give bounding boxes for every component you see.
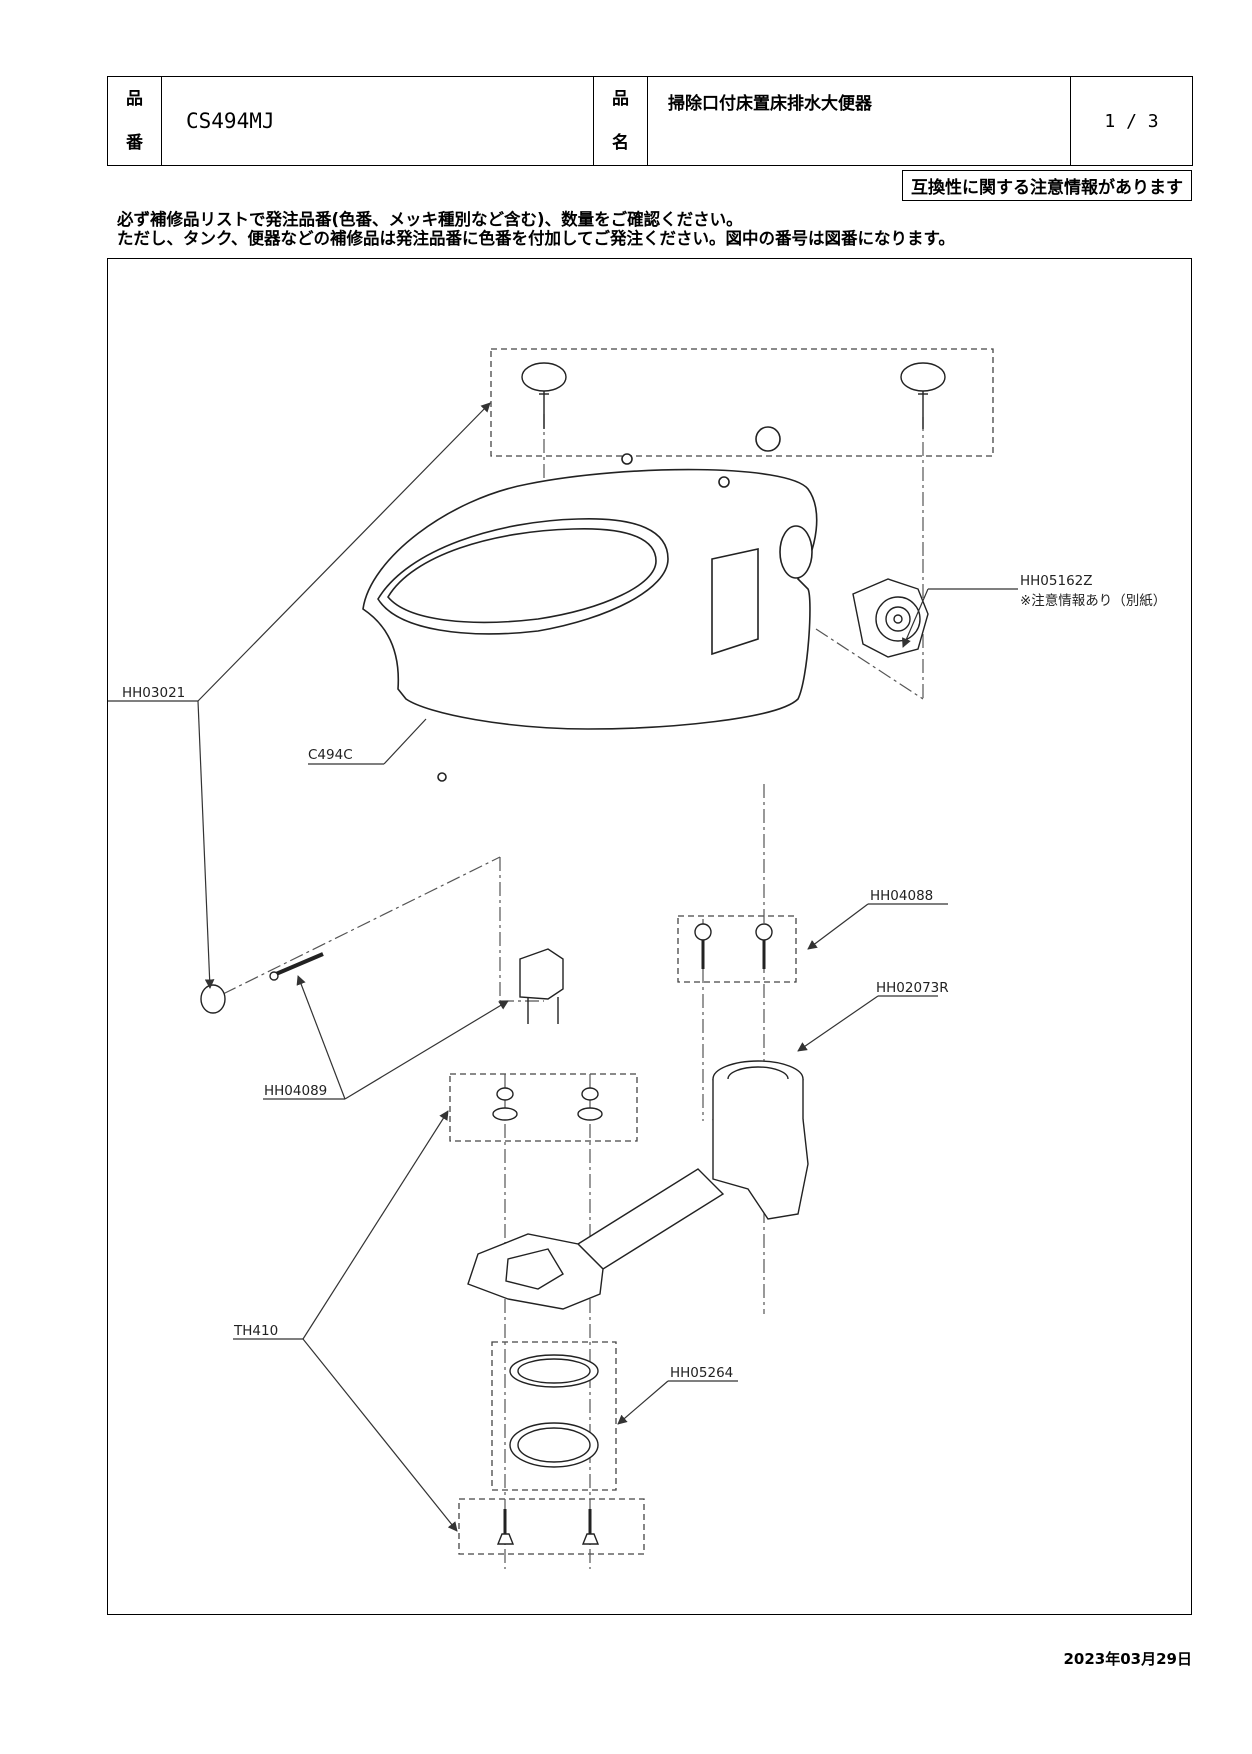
product-name-label: 品 名 <box>593 76 648 166</box>
exploded-parts-diagram: HH03021 C494C HH05162Z ※注意情報あり（別紙） HH040… <box>107 258 1192 1615</box>
label-char: 名 <box>612 133 629 153</box>
label-char: 番 <box>126 133 143 153</box>
label-char: 品 <box>612 89 629 109</box>
nuts-washers <box>492 1087 603 1121</box>
compatibility-notice: 互換性に関する注意情報があります <box>902 170 1192 201</box>
screw-group-box <box>677 915 797 983</box>
cleanout-cap <box>852 578 929 658</box>
gasket-rings <box>509 1354 599 1468</box>
label-char: 品 <box>126 89 143 109</box>
issue-date: 2023年03月29日 <box>1063 1650 1193 1668</box>
drain-adapter <box>712 1060 809 1220</box>
bolt-group-box <box>490 348 994 457</box>
part-label-hh05264: HH05264 <box>670 1365 733 1381</box>
gasket-group-box <box>491 1341 617 1491</box>
side-bolt <box>269 952 324 981</box>
part-label-hh05162z-note: ※注意情報あり（別紙） <box>1020 592 1166 609</box>
product-number-label: 品 番 <box>107 76 162 166</box>
instructions: 必ず補修品リストで発注品番(色番、メッキ種別など含む)、数量をご確認ください。 … <box>117 210 955 248</box>
cap-bolt-right <box>900 362 946 429</box>
instruction-line-2: ただし、タンク、便器などの補修品は発注品番に色番を付加してご発注ください。図中の… <box>117 229 955 248</box>
screw-pair <box>694 923 773 969</box>
part-label-th410: TH410 <box>233 1323 278 1339</box>
part-label-hh03021: HH03021 <box>122 685 185 701</box>
part-label-hh05162z: HH05162Z <box>1020 573 1093 589</box>
drain-pipe <box>576 1168 725 1270</box>
part-label-hh04089: HH04089 <box>264 1083 327 1099</box>
floor-bolt-group-box <box>458 1498 645 1555</box>
drain-flange <box>467 1233 604 1310</box>
part-label-hh02073r: HH02073R <box>876 980 949 996</box>
diagram-canvas: HH03021 C494C HH05162Z ※注意情報あり（別紙） HH040… <box>108 348 1166 1569</box>
product-number: CS494MJ <box>161 76 594 166</box>
product-name: 掃除口付床置床排水大便器 <box>647 76 1071 166</box>
side-cap <box>200 984 226 1014</box>
title-block: 品 番 CS494MJ 品 名 掃除口付床置床排水大便器 1 / 3 <box>107 76 1193 166</box>
cap-bolt-left <box>521 362 567 429</box>
part-label-c494c: C494C <box>308 747 353 763</box>
toilet-bowl-body <box>362 426 818 782</box>
mounting-bracket <box>519 948 564 1024</box>
page-number: 1 / 3 <box>1070 76 1193 166</box>
nut-group-box <box>449 1073 638 1142</box>
floor-bolts <box>496 1509 600 1545</box>
instruction-line-1: 必ず補修品リストで発注品番(色番、メッキ種別など含む)、数量をご確認ください。 <box>117 210 743 229</box>
part-label-hh04088: HH04088 <box>870 888 933 904</box>
